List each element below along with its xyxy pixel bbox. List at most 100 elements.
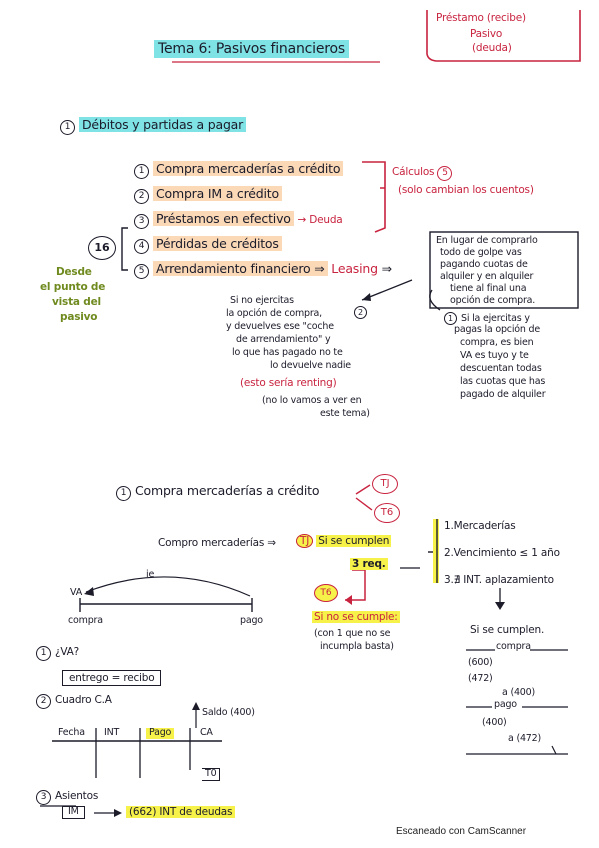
req-item-text: Mercaderías: [453, 520, 516, 532]
mid-note-l1: Si no ejercitas: [230, 295, 294, 306]
req-item-number: 2.: [444, 547, 454, 559]
list-item: 1 Compra mercaderías a crédito: [134, 161, 344, 179]
box-note-l4: alquiler y en alquiler: [440, 271, 534, 282]
mid-note-l8: (no lo vamos a ver en: [262, 395, 362, 406]
left-note-line4: pasivo: [60, 311, 98, 323]
list-item-text: Arrendamiento financiero ⇒: [153, 261, 328, 276]
box-note-l3: pagando cuotas de: [440, 259, 528, 270]
step2-saldo: Saldo (400): [202, 707, 255, 718]
timeline-arrow-label: ie: [146, 569, 155, 580]
flow-reqs-text: 3 req.: [350, 558, 388, 570]
calc-note-line2: (solo cambian los cuentos): [398, 184, 534, 196]
req-item-text: ∄ INT. aplazamiento: [453, 574, 554, 586]
table-header-fecha: Fecha: [58, 727, 85, 738]
list-item-text: Compra mercaderías a crédito: [153, 161, 344, 176]
box-note-l6: opción de compra.: [450, 295, 536, 306]
flow-no-note1: (con 1 que no se: [314, 628, 391, 639]
step2-text: Cuadro C.A: [55, 694, 112, 706]
list-item-number: 5: [134, 264, 149, 279]
table-header-pago: Pago: [146, 727, 175, 739]
req-item: 3.∄ INT. aplazamiento: [444, 574, 554, 586]
left-note-line2: el punto de: [40, 281, 106, 293]
list-item-number: 4: [134, 239, 149, 254]
leasing-label: Leasing: [331, 261, 378, 276]
mid-note-l7: (esto sería renting): [240, 377, 337, 389]
right-note-number: 1: [444, 312, 457, 325]
right-note-l1: 1 Si la ejercitas y: [444, 312, 530, 325]
step3-target: (662) INT de deudas: [126, 806, 236, 819]
req-item-number: 1.: [444, 520, 454, 532]
req-item: 1.Mercaderías: [444, 520, 516, 532]
section1-heading: 1 Débitos y partidas a pagar: [60, 117, 247, 135]
right-note-l7: pagado de alquiler: [460, 389, 546, 400]
calc-note-line1: Cálculos 5: [392, 166, 456, 181]
flow-tj: TJ: [296, 534, 314, 548]
corner-box-line3: (deuda): [472, 42, 512, 54]
right-calc-head: Si se cumplen.: [470, 624, 545, 636]
req-item-text: Vencimiento ≤ 1 año: [453, 547, 560, 559]
badge-16: 16: [88, 236, 116, 260]
flow-no: Si no se cumple:: [312, 611, 400, 623]
timeline-va: VA: [70, 587, 82, 598]
table-header-int: INT: [104, 727, 120, 738]
step2-number: 2: [36, 694, 51, 709]
flow-no-note2: incumpla basta): [320, 641, 394, 652]
flow-left: Compro mercaderías ⇒: [158, 537, 276, 549]
left-note-line3: vista del: [52, 296, 101, 308]
bubble-t6: T6: [374, 503, 400, 523]
right-calc-v3: a (400): [502, 687, 535, 698]
section1-title: Débitos y partidas a pagar: [79, 117, 247, 132]
box-note-l5: tiene al final una: [450, 283, 527, 294]
right-note-l5: descuentan todas: [460, 363, 542, 374]
flow-t6: T6: [314, 584, 338, 602]
right-note-l6: las cuotas que has: [460, 376, 546, 387]
mid-note-l4: de arrendamiento" y: [236, 334, 331, 345]
table-t0: T0: [202, 768, 221, 781]
step1-number: 1: [36, 646, 51, 661]
list-item-text: Pérdidas de créditos: [153, 236, 282, 251]
req-item: 2.Vencimiento ≤ 1 año: [444, 547, 560, 559]
step1-box: entrego = recibo: [62, 670, 162, 687]
flow-tj-group: TJ Si se cumplen: [296, 534, 392, 548]
calc-note-tema-number: 5: [437, 166, 453, 181]
step3-text: Asientos: [55, 790, 99, 802]
box-note-l2: todo de golpe vas: [440, 247, 522, 258]
step3-number: 3: [36, 790, 51, 805]
section2-title: Compra mercaderías a crédito: [135, 483, 320, 498]
right-note-l2: pagas la opción de: [454, 324, 540, 335]
step1-text: ¿VA?: [55, 646, 80, 658]
right-note-text: Si la ejercitas y: [461, 313, 530, 324]
table-header-ca: CA: [200, 727, 213, 738]
flow-si: Si se cumplen: [316, 535, 392, 547]
corner-box-line1: Préstamo (recibe): [436, 12, 526, 24]
flow-no-text: Si no se cumple:: [312, 611, 400, 623]
list-item-number: 1: [134, 164, 149, 179]
bubble-tj: TJ: [372, 474, 398, 494]
req-item-number: 3.: [444, 574, 454, 586]
mid-note-l3: y devuelves ese "coche: [226, 321, 334, 332]
left-note-line1: Desde: [56, 266, 92, 278]
timeline-right: pago: [240, 615, 263, 626]
step2-label: 2 Cuadro C.A: [36, 694, 112, 709]
section1-number: 1: [60, 120, 75, 135]
list-item-number: 3: [134, 214, 149, 229]
scanner-footer: Escaneado con CamScanner: [396, 826, 527, 837]
page-title: Tema 6: Pasivos financieros: [154, 40, 349, 59]
section2-number: 1: [116, 486, 131, 501]
list-item: 2 Compra IM a crédito: [134, 186, 282, 204]
right-calc-v4: (400): [482, 717, 507, 728]
list-item-number: 2: [134, 189, 149, 204]
right-note-l4: VA es tuyo y te: [460, 350, 529, 361]
list-item-text: Préstamos en efectivo: [153, 211, 294, 226]
right-calc-compra: compra: [496, 641, 531, 652]
list-item-text: Compra IM a crédito: [153, 186, 282, 201]
calc-note-word: Cálculos: [392, 166, 435, 178]
mid-note-number: 2: [354, 306, 367, 319]
right-calc-v5: a (472): [508, 733, 541, 744]
mid-note-l6: lo devuelve nadie: [270, 360, 351, 371]
step3-label: 3 Asientos: [36, 790, 98, 805]
timeline-left: compra: [68, 615, 103, 626]
mid-note-l2: la opción de compra,: [226, 308, 323, 319]
